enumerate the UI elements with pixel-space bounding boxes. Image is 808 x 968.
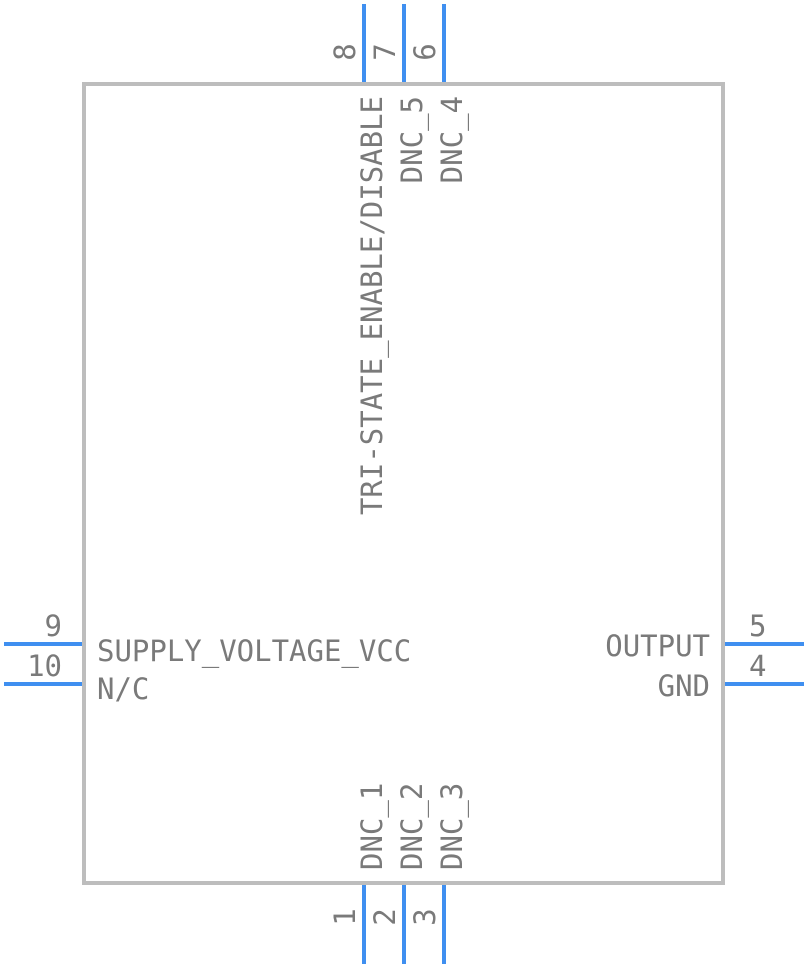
- pin-6-number: 6: [408, 43, 442, 60]
- pin-7-name: DNC_5: [395, 96, 430, 183]
- pin-2-name: DNC_2: [395, 783, 430, 870]
- pin-1-name: DNC_1: [355, 783, 390, 870]
- pin-10-name: N/C: [97, 672, 149, 706]
- pin-8-number: 8: [328, 43, 362, 60]
- pin-5-name: OUTPUT: [605, 629, 710, 663]
- pin-2-number: 2: [368, 908, 402, 925]
- component-body: [82, 82, 725, 885]
- pin-5-number: 5: [749, 609, 766, 643]
- pin-9-name: SUPPLY_VOLTAGE_VCC: [97, 634, 411, 669]
- pin-8-name: TRI-STATE_ENABLE/DISABLE: [355, 96, 390, 515]
- pin-9-number: 9: [45, 609, 62, 643]
- pin-3-name: DNC_3: [435, 783, 470, 870]
- pin-10-number: 10: [27, 649, 62, 683]
- pin-6-name: DNC_4: [435, 96, 470, 183]
- pin-3-number: 3: [408, 908, 442, 925]
- pin-4-number: 4: [749, 649, 766, 683]
- pin-4-name: GND: [658, 669, 710, 703]
- pin-1-number: 1: [328, 908, 362, 925]
- pin-7-number: 7: [368, 43, 402, 60]
